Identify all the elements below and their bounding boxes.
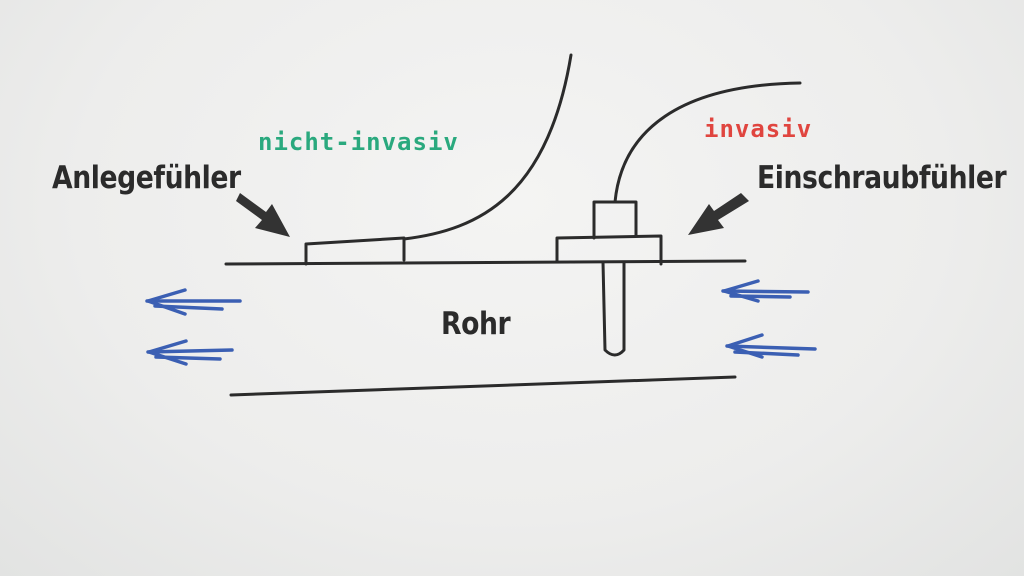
- clamp-sensor-body: [304, 236, 406, 266]
- flow-arrow-right-bottom: [725, 333, 817, 359]
- flow-arrow-left-bottom: [146, 339, 234, 366]
- label-screw-sensor: Einschraubfühler: [757, 160, 1007, 196]
- screw-sensor-probe: [601, 260, 626, 357]
- label-invasive: invasiv: [704, 115, 813, 143]
- pipe-bottom-wall: [229, 375, 737, 397]
- label-non-invasive: nicht-invasiv: [258, 128, 459, 156]
- pointer-arrow-right: [688, 193, 749, 235]
- flow-arrow-right-top: [721, 279, 810, 303]
- flow-arrow-left-top: [145, 288, 242, 316]
- pointer-arrow-left: [236, 193, 290, 237]
- pipe-top-wall: [224, 259, 747, 266]
- label-clamp-sensor: Anlegefühler: [52, 160, 241, 196]
- screw-sensor-flange: [555, 234, 663, 266]
- clamp-sensor-cable: [402, 53, 573, 241]
- screw-sensor-cable: [613, 81, 802, 204]
- screw-sensor-head: [592, 200, 638, 240]
- label-pipe: Rohr: [441, 306, 511, 342]
